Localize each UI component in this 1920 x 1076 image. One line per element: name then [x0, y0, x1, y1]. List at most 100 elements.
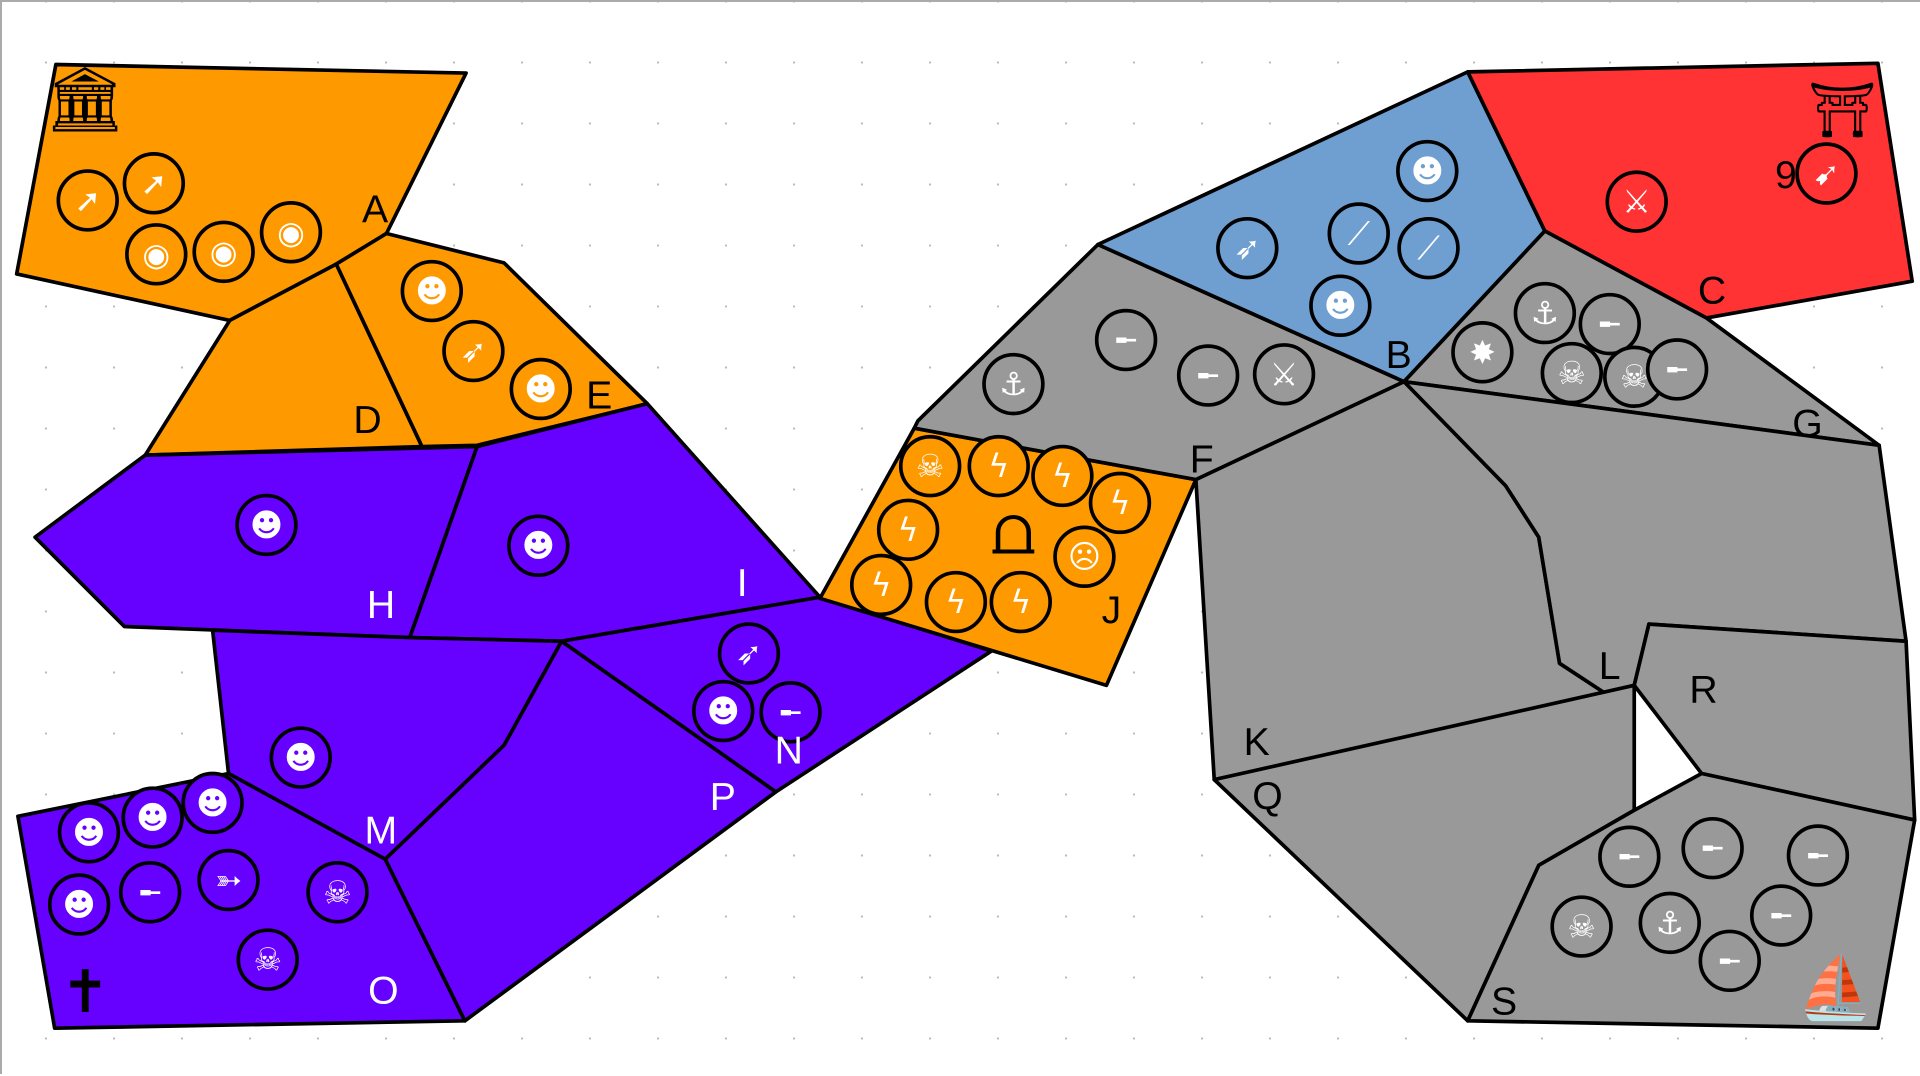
- unit-musket[interactable]: ╾: [1176, 344, 1240, 407]
- unit-token[interactable]: [56, 169, 119, 232]
- unit-bomb[interactable]: ✸: [1451, 321, 1514, 384]
- unit-pirate[interactable]: ☠: [1540, 341, 1604, 405]
- unit-token[interactable]: [1795, 142, 1858, 205]
- unit-token[interactable]: [125, 223, 188, 286]
- unit-shield-spear[interactable]: ◉: [125, 223, 188, 286]
- unit-mask[interactable]: ☻: [507, 514, 570, 577]
- unit-mask[interactable]: ☻: [509, 357, 572, 421]
- unit-lightning[interactable]: ϟ: [924, 570, 988, 634]
- unit-ballista[interactable]: ➶: [442, 319, 505, 383]
- unit-samurai[interactable]: ⚔: [1252, 343, 1316, 406]
- unit-spear[interactable]: ⟋: [1327, 202, 1390, 265]
- unit-token[interactable]: [1094, 308, 1158, 372]
- unit-shield-spear[interactable]: ◉: [192, 220, 255, 284]
- unit-token[interactable]: [1031, 444, 1094, 508]
- unit-shield-spear[interactable]: ◉: [259, 201, 323, 264]
- unit-token[interactable]: [47, 873, 111, 936]
- unit-mask[interactable]: ☻: [47, 873, 111, 936]
- unit-token[interactable]: [1216, 216, 1279, 280]
- unit-token[interactable]: [197, 848, 260, 912]
- unit-token[interactable]: [982, 352, 1045, 416]
- unit-token[interactable]: [717, 622, 781, 685]
- unit-token[interactable]: [1698, 929, 1761, 993]
- unit-lightning[interactable]: ϟ: [967, 434, 1030, 498]
- unit-mask[interactable]: ☻: [692, 679, 755, 743]
- unit-mask[interactable]: ☻: [121, 786, 184, 849]
- unit-skeleton[interactable]: ☠: [306, 861, 369, 924]
- unit-token[interactable]: [122, 152, 186, 215]
- unit-token[interactable]: [1550, 895, 1613, 958]
- unit-musket[interactable]: ╾: [1749, 884, 1813, 947]
- unit-lightning[interactable]: ϟ: [876, 498, 940, 562]
- unit-musket[interactable]: ╾: [1698, 929, 1761, 993]
- unit-token[interactable]: [181, 771, 244, 835]
- unit-anchor[interactable]: ⚓: [1638, 891, 1701, 955]
- unit-token[interactable]: [1088, 471, 1152, 535]
- unit-pirate-skull[interactable]: ☠: [1550, 895, 1613, 958]
- unit-ballista[interactable]: ➶: [717, 622, 781, 685]
- unit-mask[interactable]: ☻: [181, 771, 244, 835]
- unit-token[interactable]: [118, 861, 182, 924]
- unit-mask[interactable]: ☻: [1396, 139, 1459, 203]
- unit-token[interactable]: [1638, 891, 1701, 955]
- unit-token[interactable]: [121, 786, 184, 849]
- unit-token[interactable]: [1749, 884, 1813, 947]
- unit-mask[interactable]: ☻: [400, 259, 464, 323]
- unit-token[interactable]: [924, 570, 988, 634]
- unit-lightning[interactable]: ϟ: [989, 570, 1052, 634]
- unit-token[interactable]: [989, 570, 1052, 634]
- unit-token[interactable]: [1396, 139, 1459, 203]
- unit-arrow[interactable]: ➚: [56, 169, 119, 232]
- unit-token[interactable]: [1252, 343, 1316, 406]
- unit-token[interactable]: [1598, 825, 1661, 888]
- unit-token[interactable]: [1053, 525, 1116, 588]
- unit-musket[interactable]: ╾: [1786, 824, 1850, 887]
- unit-musket[interactable]: ╾: [1598, 825, 1661, 888]
- unit-rocket[interactable]: ➹: [1795, 142, 1858, 205]
- unit-token[interactable]: [849, 553, 913, 617]
- unit-mask[interactable]: ☻: [269, 726, 332, 789]
- unit-token[interactable]: [967, 434, 1030, 498]
- unit-token[interactable]: [1645, 338, 1709, 401]
- unit-token[interactable]: [1578, 292, 1641, 356]
- unit-arrow[interactable]: ➚: [122, 152, 186, 215]
- unit-token[interactable]: [876, 498, 940, 562]
- unit-ogre[interactable]: ☹: [1053, 525, 1116, 588]
- unit-samurai[interactable]: ⚔: [1605, 170, 1668, 233]
- unit-token[interactable]: [259, 201, 323, 264]
- unit-lightning[interactable]: ϟ: [1088, 471, 1152, 535]
- unit-musket[interactable]: ╾: [1645, 338, 1709, 401]
- unit-ballista[interactable]: ➶: [1216, 216, 1279, 280]
- unit-musket[interactable]: ╾: [1094, 308, 1158, 372]
- unit-token[interactable]: [1513, 281, 1577, 345]
- unit-token[interactable]: [1397, 216, 1460, 280]
- unit-musket[interactable]: ╾: [1578, 292, 1641, 356]
- territory-c[interactable]: [1465, 61, 1915, 320]
- unit-token[interactable]: [235, 493, 298, 557]
- unit-mask[interactable]: ☻: [57, 801, 121, 864]
- unit-token[interactable]: [1451, 321, 1514, 384]
- unit-anchor[interactable]: ⚓: [982, 352, 1045, 416]
- unit-musket[interactable]: ╾: [118, 861, 182, 924]
- unit-token[interactable]: [1540, 341, 1604, 405]
- unit-token[interactable]: [1176, 344, 1240, 407]
- unit-token[interactable]: [269, 726, 332, 789]
- unit-bow[interactable]: ➳: [197, 848, 260, 912]
- unit-token[interactable]: [442, 319, 505, 383]
- unit-token[interactable]: [400, 259, 464, 323]
- unit-token[interactable]: [507, 514, 570, 577]
- unit-spear[interactable]: ⟋: [1397, 216, 1460, 280]
- unit-token[interactable]: [1786, 824, 1850, 887]
- unit-lightning[interactable]: ϟ: [1031, 444, 1094, 508]
- unit-musket[interactable]: ╾: [1681, 816, 1744, 880]
- unit-token[interactable]: [509, 357, 572, 421]
- unit-token[interactable]: [898, 434, 962, 498]
- unit-skeleton[interactable]: ☠: [898, 434, 962, 498]
- unit-token[interactable]: [1681, 816, 1744, 880]
- unit-mask[interactable]: ☻: [1309, 274, 1372, 337]
- unit-token[interactable]: [57, 801, 121, 864]
- unit-token[interactable]: [759, 681, 822, 744]
- unit-lightning[interactable]: ϟ: [849, 553, 913, 617]
- unit-token[interactable]: [236, 928, 299, 991]
- unit-token[interactable]: [306, 861, 369, 924]
